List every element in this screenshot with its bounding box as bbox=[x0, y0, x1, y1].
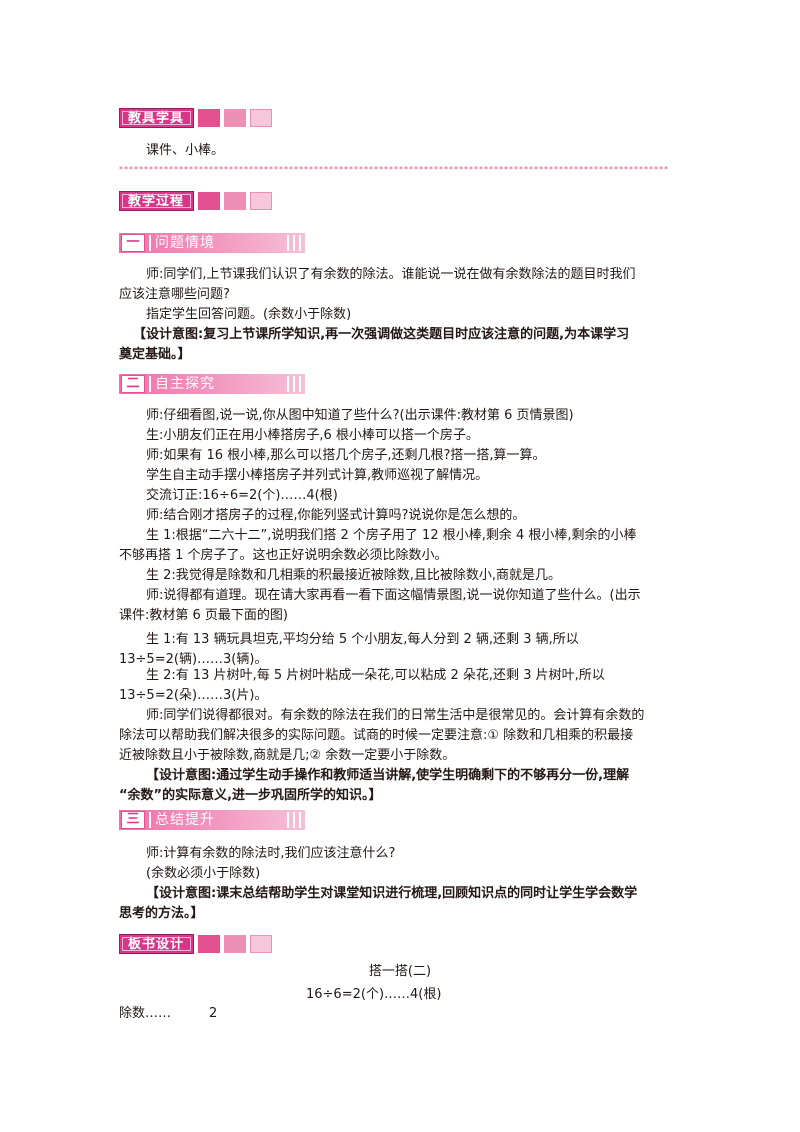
p2-line: 课件:教材第 6 页最下面的图) bbox=[119, 608, 288, 623]
part2-title: 自主探究 bbox=[155, 376, 215, 392]
decor-square bbox=[224, 192, 247, 210]
p2-line: 除法可以帮助我们解决很多的实际问题。试商的时候一定要注意:① 除数和几相乘的积最… bbox=[119, 728, 634, 743]
decor-square bbox=[250, 935, 273, 953]
board-label: 除数…… bbox=[119, 1006, 172, 1021]
p2-line: 师:结合刚才搭房子的过程,你能列竖式计算吗?说说你是怎么想的。 bbox=[146, 508, 526, 523]
p3-design-intent: 【设计意图:课末总结帮助学生对课堂知识进行梳理,回顾知识点的同时让学生学会数学 bbox=[146, 886, 638, 901]
decor-square bbox=[198, 192, 221, 210]
part3-number: 三 bbox=[121, 811, 145, 829]
tools-header: 教具学具 bbox=[119, 108, 273, 128]
p2-design-intent: “余数”的实际意义,进一步巩固所学的知识。】 bbox=[119, 788, 382, 803]
board-header: 板书设计 bbox=[119, 934, 273, 954]
p2-line: 13÷5=2(朵)……3(片)。 bbox=[119, 688, 268, 703]
part2-number: 二 bbox=[121, 375, 145, 393]
decor-square bbox=[198, 109, 221, 127]
board-heading: 搭一搭(二) bbox=[368, 964, 432, 979]
p3-design-intent: 思考的方法。】 bbox=[119, 906, 204, 921]
part1-bar: 一 问题情境 bbox=[119, 233, 305, 253]
part3-bar: 三 总结提升 bbox=[119, 810, 305, 830]
p2-line: 生 2:我觉得是除数和几相乘的积最接近被除数,且比被除数小,商就是几。 bbox=[146, 568, 562, 583]
p2-line: 师:如果有 16 根小棒,那么可以搭几个房子,还剩几根?搭一搭,算一算。 bbox=[146, 448, 546, 463]
p2-line: 近被除数且小于被除数,商就是几;② 余数一定要小于除数。 bbox=[119, 748, 456, 763]
p2-line: 生:小朋友们正在用小棒搭房子,6 根小棒可以搭一个房子。 bbox=[146, 428, 479, 443]
p2-design-intent: 【设计意图:通过学生动手操作和教师适当讲解,使学生明确剩下的不够再分一份,理解 bbox=[146, 768, 630, 783]
p1-design-intent: 奠定基础。】 bbox=[119, 347, 191, 362]
p1-line: 师:同学们,上节课我们认识了有余数的除法。谁能说一说在做有余数除法的题目时我们 bbox=[146, 267, 636, 282]
p1-line: 应该注意哪些问题? bbox=[119, 287, 230, 302]
tools-title: 教具学具 bbox=[119, 108, 195, 128]
p2-line: 生 1:根据“二六十二”,说明我们搭 2 个房子用了 12 根小棒,剩余 4 根… bbox=[146, 528, 637, 543]
p2-line: 师:仔细看图,说一说,你从图中知道了些什么?(出示课件:教材第 6 页情景图) bbox=[146, 408, 574, 423]
part3-title: 总结提升 bbox=[155, 812, 215, 828]
p1-design-intent: 【设计意图:复习上节课所学知识,再一次强调做这类题目时应该注意的问题,为本课学习 bbox=[133, 327, 630, 342]
p2-line: 师:同学们说得都很对。有余数的除法在我们的日常生活中是很常见的。会计算有余数的 bbox=[146, 708, 645, 723]
p3-line: (余数必须小于除数) bbox=[146, 866, 261, 881]
p2-line: 交流订正:16÷6=2(个)……4(根) bbox=[146, 488, 338, 503]
p1-line: 指定学生回答问题。(余数小于除数) bbox=[146, 307, 352, 322]
tools-text: 课件、小棒。 bbox=[146, 143, 225, 158]
board-value: 2 bbox=[209, 1006, 218, 1021]
p3-line: 师:计算有余数的除法时,我们应该注意什么? bbox=[146, 846, 396, 861]
decor-square bbox=[224, 935, 247, 953]
decor-square bbox=[250, 192, 273, 210]
p2-line: 不够再搭 1 个房子了。这也正好说明余数必须比除数小。 bbox=[119, 548, 448, 563]
decor-square bbox=[250, 109, 273, 127]
board-equation: 16÷6=2(个)……4(根) bbox=[306, 987, 442, 1002]
p2-line: 学生自主动手摆小棒搭房子并列式计算,教师巡视了解情况。 bbox=[146, 468, 489, 483]
decor-square bbox=[198, 935, 221, 953]
process-header: 教学过程 bbox=[119, 191, 273, 211]
part2-bar: 二 自主探究 bbox=[119, 374, 305, 394]
p2-line: 13÷5=2(辆)……3(辆)。 bbox=[119, 652, 268, 667]
p2-line: 师:说得都有道理。现在请大家再看一看下面这幅情景图,说一说你知道了些什么。(出示 bbox=[146, 588, 641, 603]
part1-number: 一 bbox=[121, 234, 145, 252]
decor-square bbox=[224, 109, 247, 127]
process-title: 教学过程 bbox=[119, 191, 195, 211]
p2-line: 生 1:有 13 辆玩具坦克,平均分给 5 个小朋友,每人分到 2 辆,还剩 3… bbox=[146, 632, 579, 647]
part1-title: 问题情境 bbox=[155, 235, 215, 251]
board-title: 板书设计 bbox=[119, 934, 195, 954]
p2-line: 生 2:有 13 片树叶,每 5 片树叶粘成一朵花,可以粘成 2 朵花,还剩 3… bbox=[146, 668, 605, 683]
star-divider: ****************************************… bbox=[119, 166, 669, 174]
